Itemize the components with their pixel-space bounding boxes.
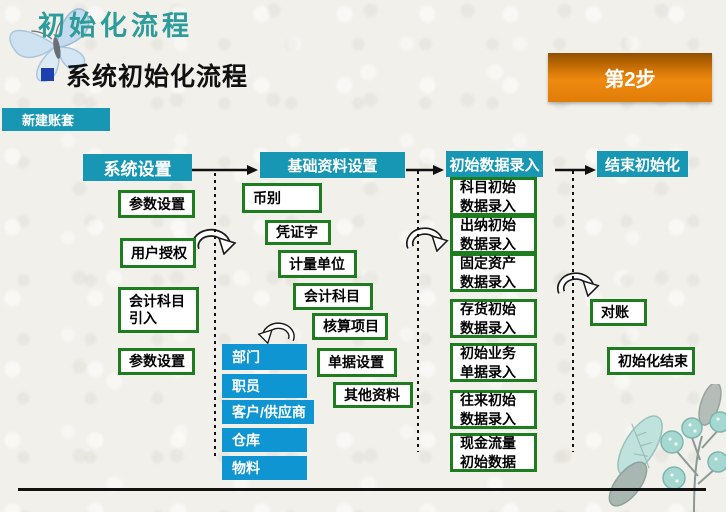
bottom-divider-line (18, 488, 706, 491)
loop-arrow-icon-2 (257, 322, 295, 344)
flow-step-box: 出纳初始 数据录入 (450, 215, 537, 254)
header-system-settings: 系统设置 (83, 154, 192, 181)
flow-arrow-1 (192, 165, 258, 175)
flow-step-box: 固定资产 数据录入 (450, 253, 537, 292)
flow-step-box: 参数设置 (118, 190, 195, 218)
step-button: 第2步 (548, 53, 712, 102)
flow-step-box: 初始业务 单据录入 (450, 343, 537, 382)
subtitle-bullet-icon (41, 68, 54, 81)
page-subtitle: 系统初始化流程 (66, 63, 249, 91)
flow-step-box: 参数设置 (118, 348, 195, 375)
master-data-box: 职员 (222, 374, 307, 398)
flow-step-box: 往来初始 数据录入 (450, 390, 537, 429)
header-finish-init: 结束初始化 (597, 151, 688, 177)
header-initial-data-entry: 初始数据录入 (446, 151, 543, 177)
master-data-box: 仓库 (222, 428, 307, 452)
master-data-box: 客户/供应商 (222, 400, 314, 424)
flow-step-box: 存货初始 数据录入 (450, 299, 537, 338)
flow-step-box: 币别 (242, 183, 322, 213)
flow-step-box: 科目初始 数据录入 (450, 177, 537, 216)
plant-decoration-icon (608, 384, 726, 512)
flow-step-box: 计量单位 (278, 250, 357, 278)
dashed-separator-3 (572, 171, 574, 452)
loop-arrow-icon-4 (557, 272, 600, 297)
master-data-box: 部门 (222, 344, 307, 370)
flow-step-box: 初始化结束 (607, 347, 695, 375)
flow-step-box: 核算项目 (312, 313, 388, 340)
flow-step-box: 其他资料 (333, 382, 413, 408)
header-basic-data: 基础资料设置 (260, 152, 405, 178)
dashed-separator-2 (417, 171, 419, 452)
master-data-box: 物料 (222, 456, 307, 480)
loop-arrow-icon-3 (406, 227, 449, 252)
dashed-separator-1 (214, 173, 216, 456)
flow-step-box: 对账 (590, 299, 647, 326)
flow-step-box: 会计科目 引入 (118, 287, 199, 333)
flow-step-box: 现金流量 初始数据 (450, 433, 537, 472)
flow-arrow-3 (555, 165, 596, 175)
new-account-badge: 新建账套 (2, 108, 110, 131)
flow-step-box: 单据设置 (317, 348, 397, 377)
flow-step-box: 用户授权 (120, 238, 196, 268)
flow-step-box: 凭证字 (265, 220, 331, 245)
page-title: 初始化流程 (38, 11, 193, 41)
flow-step-box: 会计科目 (293, 283, 373, 310)
flow-arrow-2 (406, 165, 444, 175)
